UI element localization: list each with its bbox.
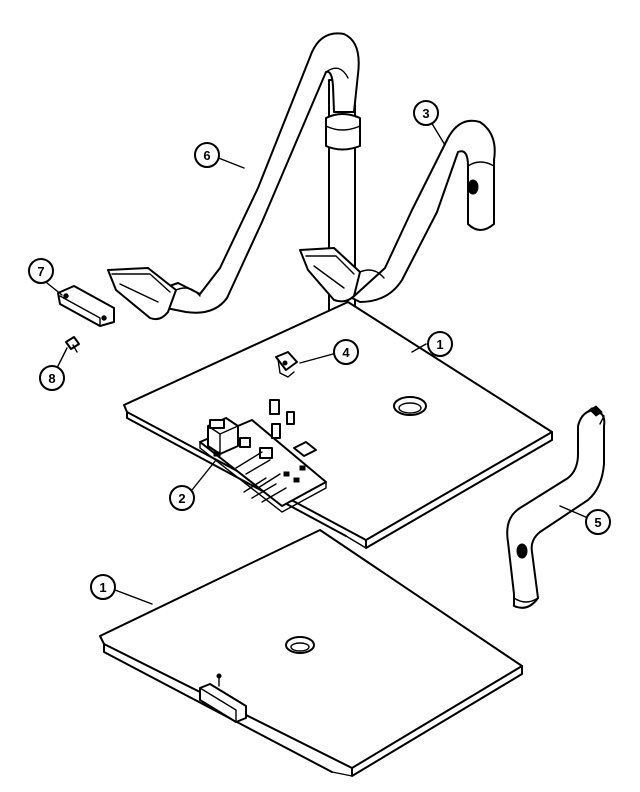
callout-6: 6 — [194, 142, 220, 168]
lower-panel — [99, 529, 523, 777]
part-4-clip — [275, 351, 298, 378]
callout-1-lower: 1 — [90, 574, 116, 600]
part-8-screw — [65, 336, 80, 353]
callout-5: 5 — [585, 509, 611, 535]
upper-panel — [123, 301, 553, 549]
callout-3-label: 3 — [422, 106, 429, 121]
callout-7: 7 — [28, 258, 54, 284]
callout-2: 2 — [169, 485, 195, 511]
callout-1-lower-label: 1 — [99, 580, 106, 595]
part-6-drain-hose — [107, 32, 360, 321]
callout-4-label: 4 — [342, 345, 350, 360]
callout-4: 4 — [333, 339, 359, 365]
callout-1-upper-label: 1 — [436, 337, 443, 352]
callout-7-label: 7 — [37, 264, 44, 279]
leader-lines — [46, 121, 589, 605]
part-3-fill-hose — [299, 119, 496, 303]
part-2-control-board — [199, 399, 327, 513]
callout-1-upper: 1 — [427, 331, 453, 357]
callout-5-label: 5 — [594, 515, 601, 530]
callout-3: 3 — [413, 100, 439, 126]
callout-8-label: 8 — [48, 371, 55, 386]
part-5-curved-hose — [506, 405, 606, 609]
callout-8: 8 — [39, 365, 65, 391]
callout-6-label: 6 — [203, 148, 210, 163]
callout-2-label: 2 — [178, 491, 185, 506]
part-7-bracket — [57, 285, 115, 327]
